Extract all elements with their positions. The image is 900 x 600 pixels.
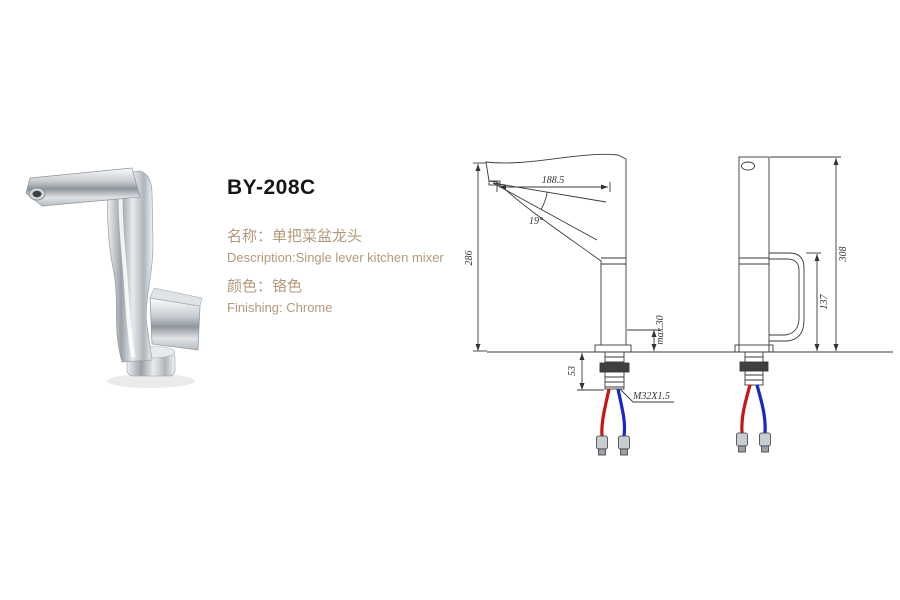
dim-handle-height: 137 bbox=[819, 294, 830, 310]
product-description-en: Description:Single lever kitchen mixer bbox=[227, 250, 444, 265]
faucet-handle bbox=[149, 297, 201, 351]
side-locknut bbox=[599, 362, 630, 373]
angle-line-upper bbox=[492, 182, 607, 203]
front-locknut bbox=[739, 361, 769, 372]
angle-arc bbox=[540, 192, 548, 210]
dim-height: 286 bbox=[464, 251, 475, 266]
supply-hose-hot bbox=[740, 384, 752, 434]
hose-connector-cold-tip bbox=[620, 448, 628, 456]
faucet-spout-arm bbox=[25, 167, 141, 207]
hose-connector-cold bbox=[618, 435, 630, 450]
technical-drawing: 188.5 19° 286 max.30 bbox=[464, 153, 893, 456]
thread-leader bbox=[619, 388, 674, 403]
front-handle-inner bbox=[769, 258, 800, 336]
supply-hose-cold bbox=[616, 388, 627, 437]
front-spout-oval bbox=[741, 161, 755, 171]
faucet-handle-top bbox=[149, 287, 203, 307]
hose-connector-cold bbox=[759, 432, 771, 447]
product-color-cn: 颜色：铬色 bbox=[227, 278, 303, 295]
front-handle-outer bbox=[769, 252, 805, 342]
dim-total-height: 308 bbox=[838, 247, 849, 263]
faucet-body bbox=[107, 170, 154, 363]
photo-shadow bbox=[107, 374, 195, 388]
faucet-body-highlight bbox=[118, 181, 135, 358]
hose-connector-hot bbox=[736, 432, 748, 447]
dim-thread-spec: M32X1.5 bbox=[632, 391, 670, 402]
product-model: BY-208C bbox=[227, 176, 316, 199]
product-photo bbox=[25, 167, 203, 388]
supply-hose-hot bbox=[600, 388, 611, 437]
product-spec-name: 名称：单把菜盆龙头 Description:Single lever kitch… bbox=[227, 226, 444, 267]
side-outline-underside bbox=[488, 180, 602, 345]
product-name-cn: 名称：单把菜盆龙头 bbox=[227, 228, 363, 245]
supply-hose-cold bbox=[755, 384, 767, 434]
side-aerator bbox=[488, 180, 501, 186]
product-finishing-en: Finishing: Chrome bbox=[227, 300, 333, 315]
front-base-ring bbox=[734, 344, 774, 353]
hose-connector-hot bbox=[596, 435, 608, 450]
front-body bbox=[738, 156, 770, 353]
hose-connector-hot-tip bbox=[598, 448, 606, 456]
dim-angle: 19° bbox=[529, 216, 543, 227]
dim-shank-length: 53 bbox=[567, 366, 578, 376]
dim-spout-reach: 188.5 bbox=[542, 175, 565, 186]
hose-connector-cold-tip bbox=[761, 445, 769, 453]
side-outline-top bbox=[485, 153, 627, 345]
front-view: 308 137 bbox=[734, 156, 849, 453]
angle-line-lower bbox=[492, 182, 598, 241]
dim-max-thickness: max.30 bbox=[655, 315, 666, 344]
side-base-ring bbox=[594, 344, 632, 353]
hose-connector-hot-tip bbox=[738, 445, 746, 453]
product-spec-finish: 颜色：铬色 Finishing: Chrome bbox=[227, 276, 333, 317]
faucet-aerator bbox=[32, 190, 42, 198]
side-view: 188.5 19° 286 max.30 bbox=[464, 153, 674, 456]
